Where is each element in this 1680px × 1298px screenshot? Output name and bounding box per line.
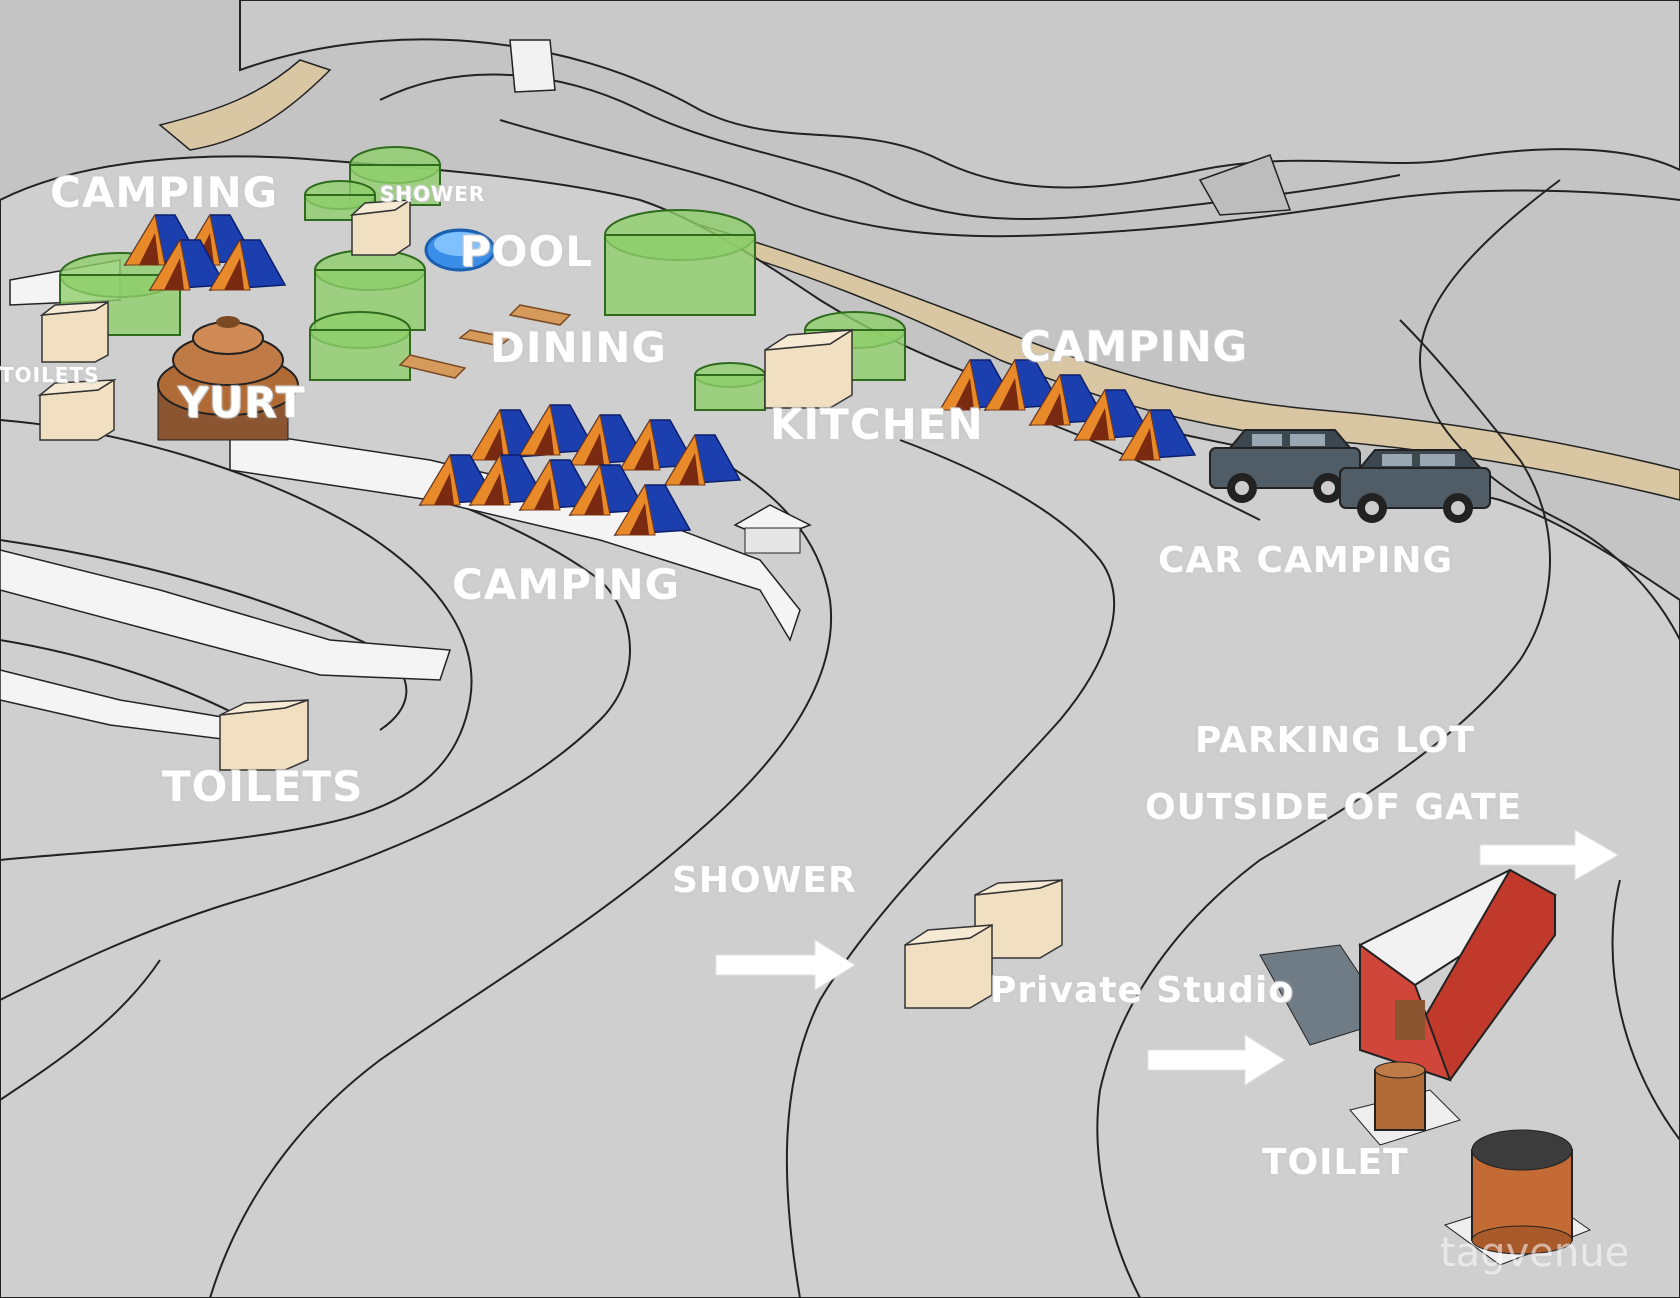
building-box-icons bbox=[37, 198, 1063, 1009]
label-camping-right: CAMPING bbox=[1020, 322, 1249, 371]
label-private-studio: Private Studio bbox=[990, 970, 1295, 1011]
arrow-icons bbox=[715, 829, 1619, 1086]
watermark-text: tagvenue bbox=[1440, 1230, 1630, 1276]
label-toilet: TOILET bbox=[1262, 1142, 1409, 1183]
yurt-icon bbox=[157, 316, 299, 441]
water-tank-icon bbox=[1443, 1129, 1592, 1266]
label-pool: POOL bbox=[460, 227, 593, 276]
label-shower-lower: SHOWER bbox=[672, 860, 857, 901]
toilet-cabin-icon bbox=[1349, 1061, 1461, 1146]
container-studio-icon bbox=[1259, 868, 1557, 1082]
picnic-table-icons bbox=[398, 304, 572, 379]
label-car-camping: CAR CAMPING bbox=[1158, 540, 1454, 581]
label-parking-line2: OUTSIDE OF GATE bbox=[1145, 787, 1523, 828]
label-camping-top-left: CAMPING bbox=[50, 168, 279, 217]
label-yurt: YURT bbox=[178, 378, 306, 427]
label-kitchen: KITCHEN bbox=[770, 400, 984, 449]
gazebo-icon bbox=[733, 504, 812, 554]
label-toilets-left: TOILETS bbox=[0, 363, 100, 387]
label-dining: DINING bbox=[490, 323, 667, 372]
label-shower-top: SHOWER bbox=[380, 182, 486, 206]
label-camping-mid: CAMPING bbox=[452, 560, 681, 609]
pool-icon bbox=[424, 228, 496, 272]
label-toilets-lower: TOILETS bbox=[162, 762, 364, 811]
label-parking-line1: PARKING LOT bbox=[1195, 720, 1475, 761]
